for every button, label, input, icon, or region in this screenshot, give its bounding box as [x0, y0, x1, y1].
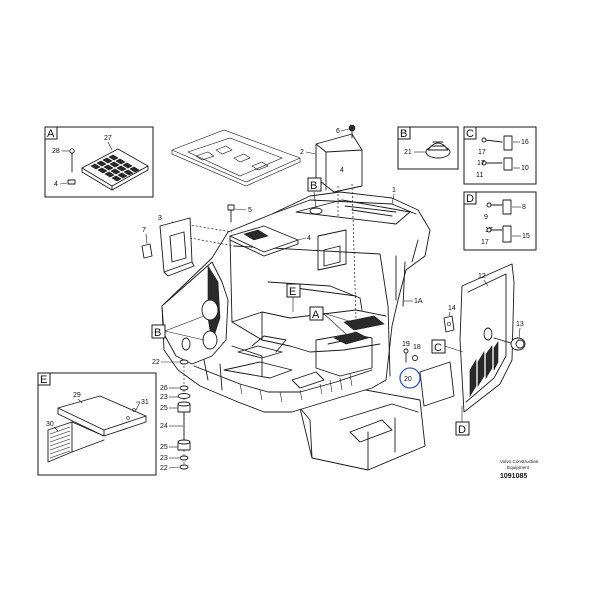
detail-a-letter: A	[47, 128, 55, 140]
side-cover-3	[159, 217, 195, 277]
label-25-bottom: 25	[160, 444, 168, 451]
label-22-top: 22	[152, 359, 160, 366]
credit-line-1: Volvo Construction	[500, 459, 539, 464]
label-29: 29	[73, 392, 81, 399]
knob-6	[348, 124, 356, 139]
callout-circle-20	[399, 367, 421, 389]
svg-text:E: E	[289, 286, 296, 298]
detail-c-letter: C	[466, 128, 474, 140]
detail-a-tag	[44, 126, 58, 140]
label-1a: 1A	[414, 298, 423, 305]
label-22-bottom: 22	[160, 465, 168, 472]
label-6: 6	[336, 128, 340, 135]
label-13: 13	[516, 321, 524, 328]
label-11: 11	[476, 172, 483, 179]
side-door-12	[459, 263, 515, 413]
plate-20	[419, 361, 455, 407]
label-15: 15	[522, 233, 530, 240]
label-4-main: 4	[307, 235, 311, 242]
credit-line-2: Equipment	[507, 465, 530, 470]
label-7: 7	[142, 227, 146, 234]
detail-e-letter: E	[40, 374, 47, 386]
upper-rear-panel	[171, 129, 301, 187]
label-26: 26	[160, 385, 168, 392]
label-18: 18	[413, 344, 421, 351]
svg-text:C: C	[434, 342, 442, 354]
screw-28	[69, 148, 75, 173]
bolt-5	[227, 204, 235, 223]
nut-4	[67, 179, 76, 185]
svg-text:A: A	[312, 309, 320, 321]
detail-a-panel: A 27 28 4	[44, 126, 154, 198]
label-4-detail: 4	[54, 181, 58, 188]
label-24: 24	[160, 423, 168, 430]
label-23-bottom: 23	[160, 455, 168, 462]
view-marker-b-top: B	[307, 177, 323, 215]
svg-text:B: B	[310, 180, 317, 192]
label-5: 5	[248, 207, 252, 214]
view-marker-d: D	[455, 406, 470, 436]
detail-d-letter: D	[466, 193, 474, 205]
svg-text:B: B	[154, 327, 161, 339]
label-16: 16	[521, 139, 529, 146]
label-20: 20	[404, 376, 412, 383]
label-31: 31	[141, 399, 149, 406]
label-19: 19	[402, 341, 410, 348]
label-28: 28	[52, 148, 60, 155]
detail-b-panel: B 21	[397, 126, 459, 170]
detail-e-panel: E 29 30 31	[37, 372, 157, 476]
label-1: 1	[392, 187, 396, 194]
label-21: 21	[404, 149, 412, 156]
dome-light-21	[425, 141, 451, 159]
mount-stack	[177, 359, 191, 470]
hinge-15	[486, 225, 512, 243]
label-17-d2: 17	[485, 227, 493, 234]
cab-front-pillar	[161, 261, 229, 365]
label-10: 10	[521, 165, 529, 172]
label-25-top: 25	[160, 405, 168, 412]
knob-13	[493, 337, 526, 351]
label-8: 8	[522, 204, 526, 211]
bracket-14	[443, 315, 455, 333]
cab-shell-1	[161, 191, 431, 413]
label-3: 3	[158, 215, 162, 222]
label-12: 12	[478, 273, 486, 280]
panel-2	[315, 133, 363, 193]
view-marker-e: E	[286, 283, 301, 312]
hinge-16	[481, 135, 513, 151]
handle-7	[141, 243, 153, 259]
label-14: 14	[448, 305, 456, 312]
label-27: 27	[104, 135, 112, 142]
label-17-c: 17	[478, 149, 486, 156]
label-9: 9	[484, 214, 488, 221]
hinge-10	[481, 157, 513, 171]
hinge-8	[486, 199, 512, 215]
detail-d-panel: D 9 17 8 15	[463, 191, 537, 251]
label-23-top: 23	[160, 394, 168, 401]
label-17-d: 17	[481, 239, 489, 246]
view-marker-c: C	[431, 339, 464, 354]
floor-grille	[81, 148, 149, 191]
label-4-panel: 4	[340, 167, 344, 174]
washer-18	[412, 355, 418, 361]
svg-text:D: D	[458, 424, 466, 436]
detail-b-letter: B	[400, 128, 407, 140]
view-marker-b-left: B	[151, 315, 205, 341]
grille-30	[47, 421, 105, 463]
label-2: 2	[300, 149, 304, 156]
label-30: 30	[46, 421, 54, 428]
label-17-c2: 17	[477, 160, 485, 167]
drawing-number: 1091085	[500, 473, 527, 480]
detail-c-panel: C 17 11 16 10	[463, 126, 537, 185]
screw-19	[403, 348, 409, 363]
view-marker-a: A	[309, 306, 353, 335]
floor-grille-a	[333, 315, 385, 345]
